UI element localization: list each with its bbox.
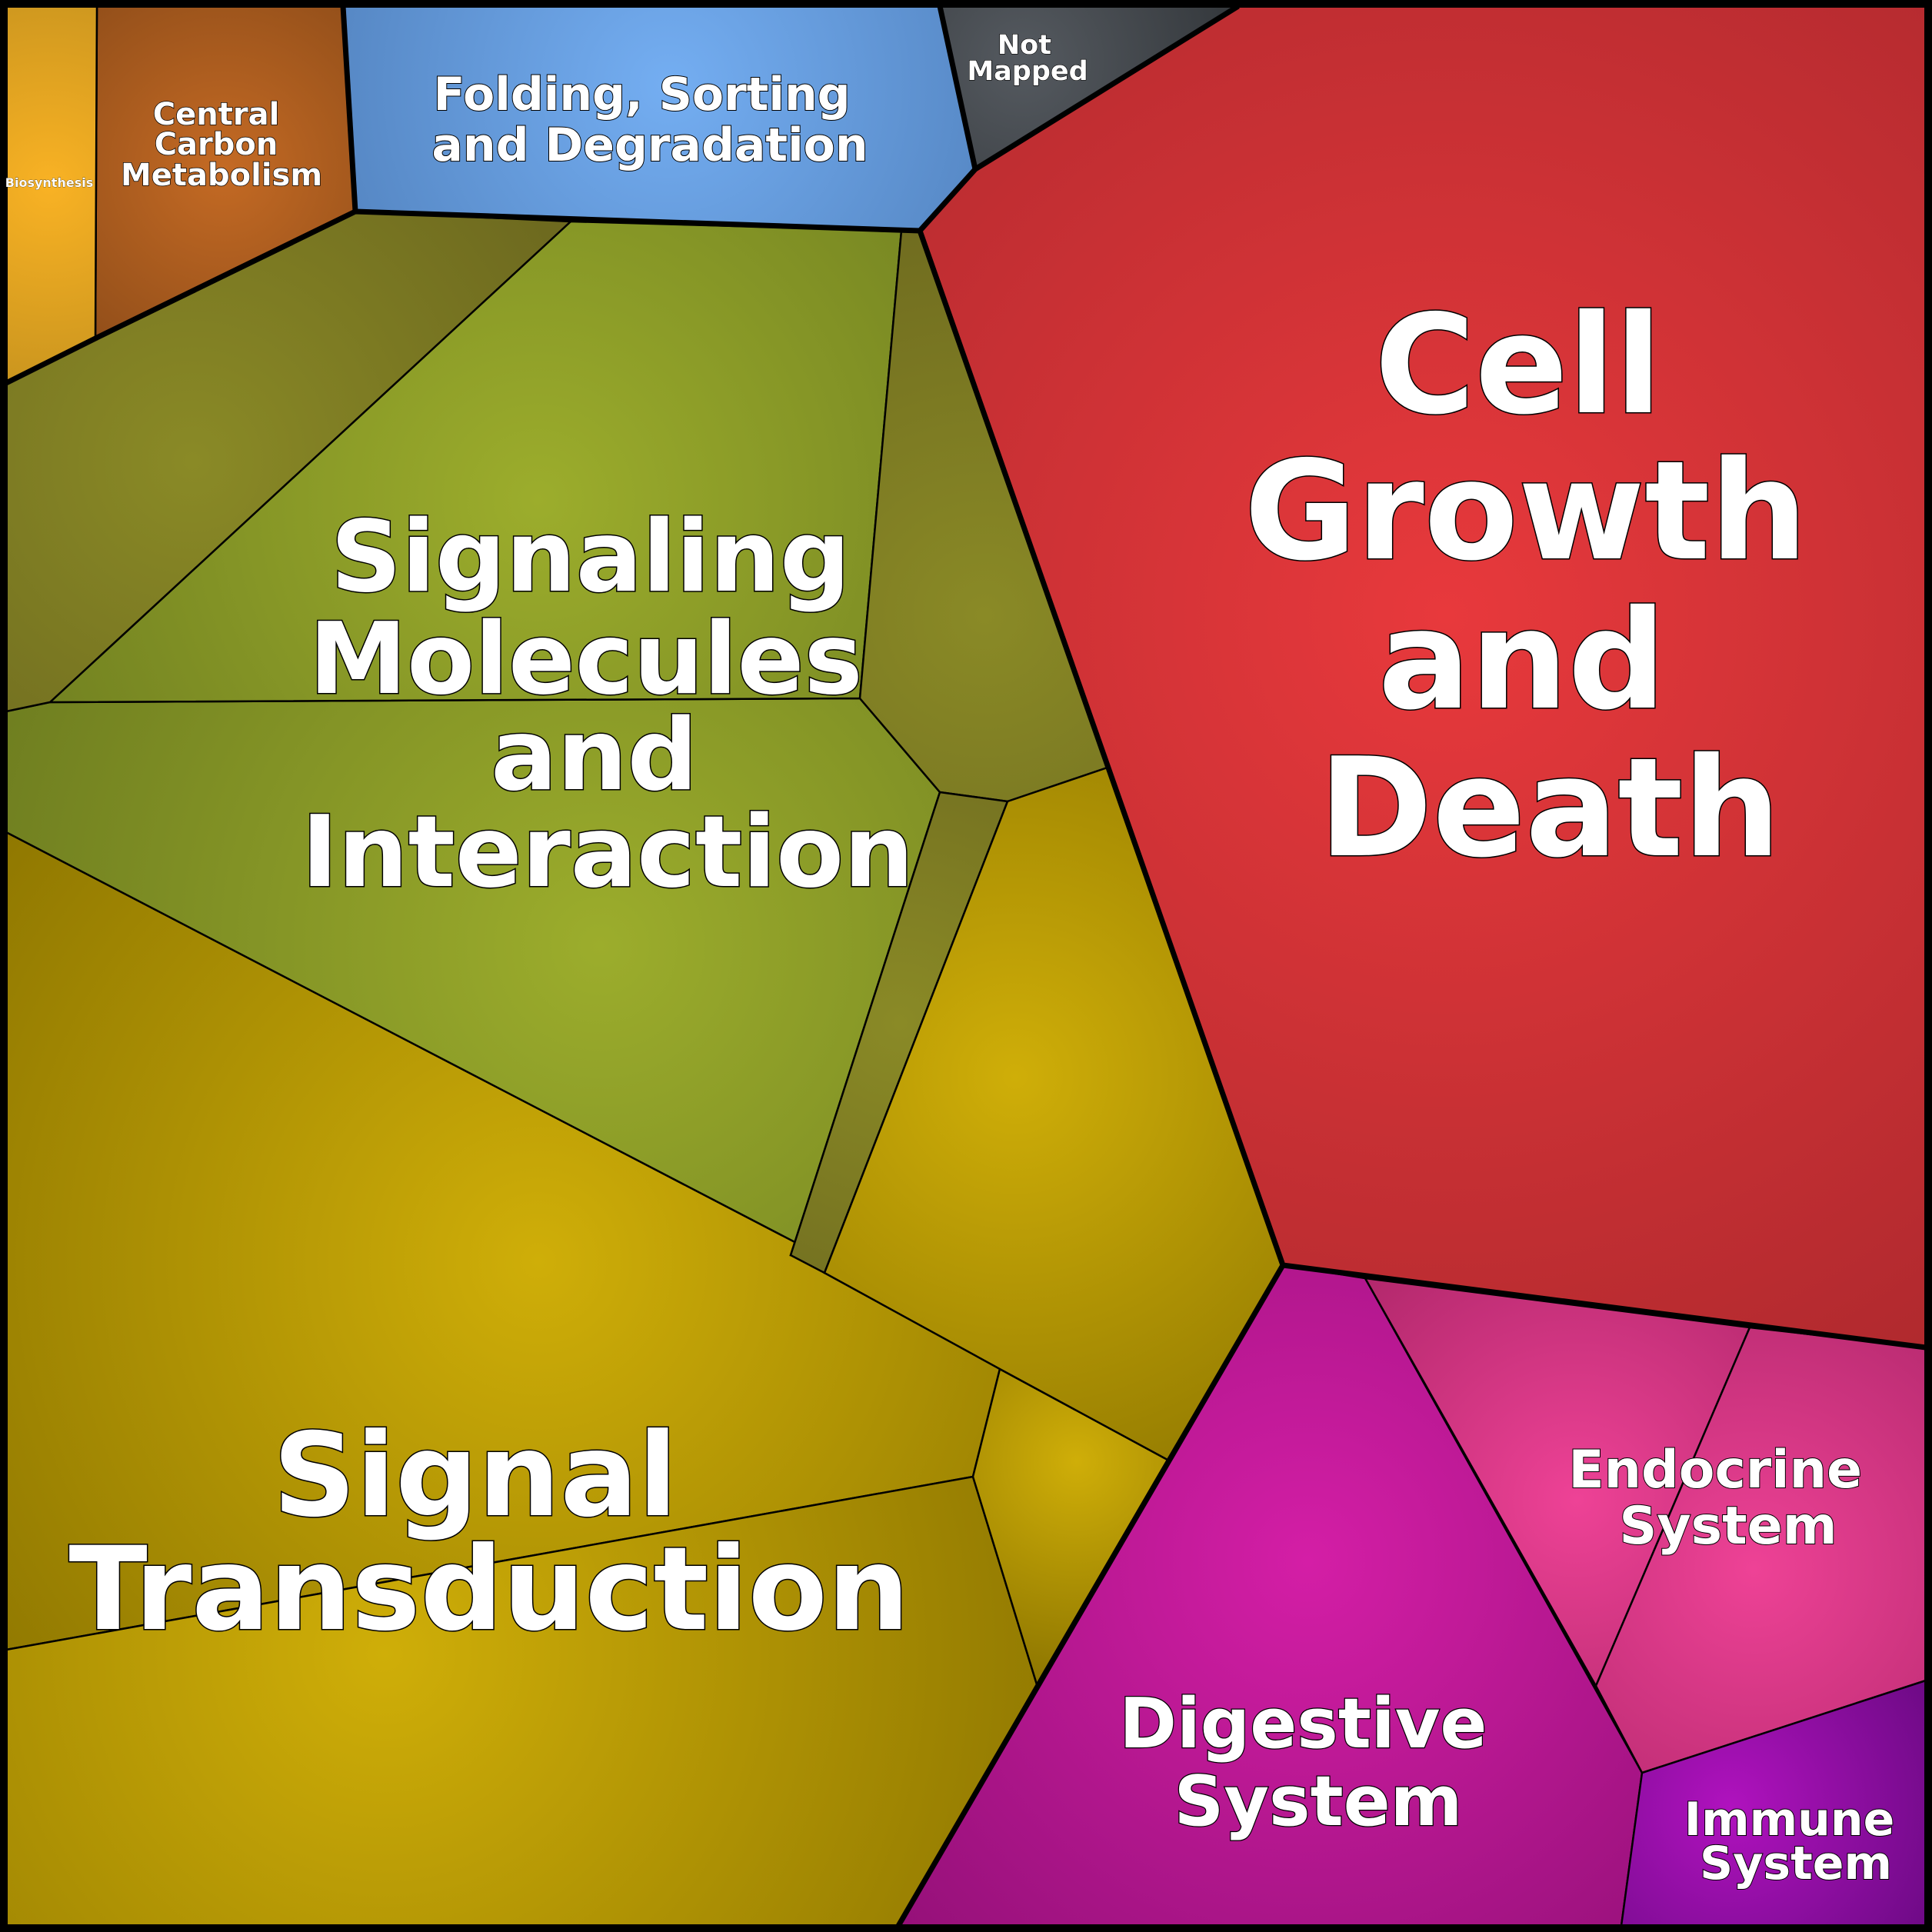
signal-transduction-group <box>5 830 1169 1927</box>
central-carbon-label: Central Carbon Metabolism <box>121 97 322 193</box>
immune-label: Immune System <box>1684 1793 1910 1890</box>
signal-transduction-label: Signal Transduction <box>68 1409 909 1657</box>
signaling-molecules-label: Signaling Molecules and Interaction <box>301 500 914 910</box>
folding-label: Folding, Sorting and Degradation <box>431 68 868 172</box>
cell-growth-label: Cell Growth and Death <box>1244 285 1855 888</box>
signaling-molecules-group <box>5 210 1284 1461</box>
digestive-label: Digestive System <box>1119 1684 1511 1842</box>
endocrine-label: Endocrine System <box>1568 1440 1880 1557</box>
biosynthesis-label: Biosynthesis <box>5 175 93 190</box>
biosynthesis-cell <box>5 5 98 385</box>
not-mapped-label: Not Mapped <box>967 30 1088 87</box>
